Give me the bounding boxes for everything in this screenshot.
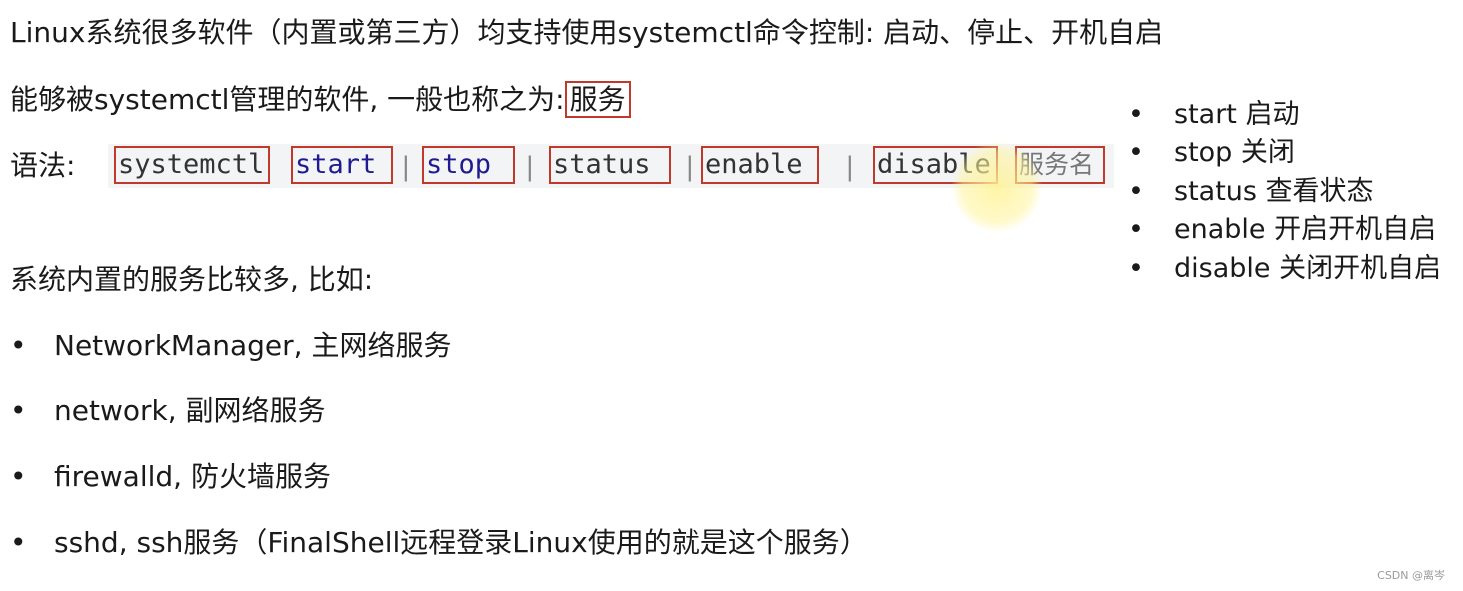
service-text: firewalld, 防火墙服务 xyxy=(54,460,331,493)
separator: | xyxy=(522,152,538,182)
command-text: start 启动 xyxy=(1174,99,1300,130)
bullet-icon: • xyxy=(1128,253,1144,284)
token-enable: enable xyxy=(701,146,819,184)
separator: | xyxy=(398,152,414,182)
command-text: enable 开启开机自启 xyxy=(1174,214,1437,245)
separator: | xyxy=(842,152,858,182)
builtin-services-heading: 系统内置的服务比较多, 比如: xyxy=(10,263,374,296)
token-systemctl: systemctl xyxy=(114,146,270,184)
definition-line: 能够被systemctl管理的软件, 一般也称之为:服务 xyxy=(10,81,631,118)
command-text: status 查看状态 xyxy=(1174,176,1374,207)
service-text: sshd, ssh服务（FinalShell远程登录Linux使用的就是这个服务… xyxy=(54,526,868,559)
code-block xyxy=(108,144,1114,188)
bullet-icon: • xyxy=(1128,137,1144,168)
bullet-icon: • xyxy=(1128,99,1144,130)
intro-line: Linux系统很多软件（内置或第三方）均支持使用systemctl命令控制: 启… xyxy=(10,16,1164,49)
service-text: NetworkManager, 主网络服务 xyxy=(54,329,452,362)
definition-text: 能够被systemctl管理的软件, 一般也称之为: xyxy=(10,83,565,116)
bullet-icon: • xyxy=(1128,214,1144,245)
bullet-icon: • xyxy=(10,329,27,362)
token-status: status xyxy=(549,146,671,184)
token-stop: stop xyxy=(422,146,515,184)
token-disable: disable xyxy=(873,146,998,184)
token-service-name: 服务名 xyxy=(1015,146,1105,184)
command-text: stop 关闭 xyxy=(1174,137,1295,168)
watermark: CSDN @离岑 xyxy=(1377,569,1445,582)
bullet-icon: • xyxy=(10,394,27,427)
command-text: disable 关闭开机自启 xyxy=(1174,253,1442,284)
separator: | xyxy=(682,152,698,182)
service-term-boxed: 服务 xyxy=(564,81,631,118)
bullet-icon: • xyxy=(1128,176,1144,207)
service-text: network, 副网络服务 xyxy=(54,394,326,427)
bullet-icon: • xyxy=(10,460,27,493)
bullet-icon: • xyxy=(10,526,27,559)
token-start: start xyxy=(291,146,393,184)
syntax-label: 语法: xyxy=(10,149,76,182)
